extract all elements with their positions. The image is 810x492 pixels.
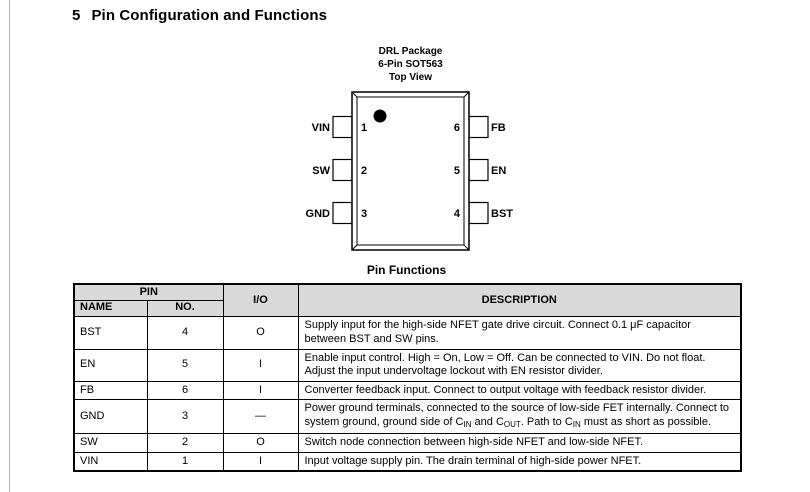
page-left-edge-line (9, 0, 10, 492)
header-pin-group: PIN (73, 283, 224, 301)
pin-stub (468, 158, 489, 182)
package-caption: DRL Package 6-Pin SOT563 Top View (330, 45, 491, 84)
package-caption-line: 6-Pin SOT563 (378, 59, 443, 70)
pin-io-cell: — (222, 399, 299, 434)
header-row-2: NAME NO. (73, 299, 741, 317)
pin-description-cell: Power ground terminals, connected to the… (297, 399, 742, 434)
pin-number: 6 (454, 122, 460, 134)
bevel-line (463, 91, 470, 98)
bevel-line (463, 244, 470, 251)
pin-name-cell: FB (73, 380, 148, 400)
bevel-line (351, 244, 358, 251)
pin-label: FB (491, 122, 506, 134)
package-caption-line: Top View (389, 72, 432, 83)
pin-name-cell: EN (73, 348, 148, 382)
pin-number: 4 (454, 208, 461, 220)
pin-description-cell: Converter feedback input. Connect to out… (297, 380, 742, 400)
pin-io-cell: I (222, 380, 299, 400)
header-name: NAME (73, 299, 148, 317)
pin-label: VIN (312, 122, 330, 134)
pin-io-cell: O (222, 315, 299, 350)
pin-description-cell: Supply input for the high-side NFET gate… (297, 315, 742, 350)
pin-description-cell: Switch node connection between high-side… (297, 433, 742, 453)
header-io: I/O (222, 283, 299, 317)
pin-no-cell: 2 (146, 433, 224, 453)
pin-no-cell: 6 (146, 380, 224, 400)
pin-label: BST (491, 208, 513, 220)
header-no: NO. (146, 299, 224, 317)
package-caption-line: DRL Package (378, 46, 443, 57)
pin-label: GND (306, 208, 331, 220)
section-title: Pin Configuration and Functions (91, 7, 328, 24)
pin-label: EN (491, 165, 506, 177)
pin-stub (468, 201, 489, 225)
pin-no-cell: 1 (146, 451, 224, 472)
package-diagram: 1 2 3 6 5 4 VIN SW GND FB EN BST (306, 91, 513, 251)
pin-stub (468, 115, 489, 139)
pin-stub (332, 115, 353, 139)
section-number: 5 (72, 7, 81, 24)
pin-description-cell: Enable input control. High = On, Low = O… (297, 348, 742, 382)
table-row-bst: BST 4 O Supply input for the high-side N… (73, 315, 742, 350)
table-row-vin: VIN 1 I Input voltage supply pin. The dr… (73, 451, 742, 472)
pin-functions-table: PIN I/O DESCRIPTION NAME NO. BST 4 O Sup… (73, 283, 742, 472)
pin-no-cell: 4 (146, 315, 224, 350)
pin-io-cell: O (222, 433, 299, 453)
header-description: DESCRIPTION (297, 283, 742, 317)
pin-name-cell: VIN (73, 451, 148, 472)
section-heading: 5 Pin Configuration and Functions (72, 7, 327, 24)
table-row-en: EN 5 I Enable input control. High = On, … (73, 348, 742, 382)
pin-io-cell: I (222, 348, 299, 382)
pin-name-cell: BST (73, 315, 148, 350)
bevel-line (351, 91, 358, 98)
pin-number: 5 (454, 165, 460, 177)
pin-io-cell: I (222, 451, 299, 472)
pin-stub (332, 201, 353, 225)
pin-number: 2 (361, 165, 367, 177)
pin-no-cell: 5 (146, 348, 224, 382)
pin-stub (332, 158, 353, 182)
header-row-1: PIN I/O DESCRIPTION (73, 283, 742, 317)
pin-name-cell: GND (73, 399, 148, 434)
table-row-gnd: GND 3 — Power ground terminals, connecte… (73, 399, 742, 434)
pin-label: SW (312, 165, 330, 177)
table-row-fb: FB 6 I Converter feedback input. Connect… (73, 380, 742, 400)
pin-functions-title: Pin Functions (366, 263, 447, 277)
pin-number: 1 (361, 122, 367, 134)
pin1-indicator-dot (373, 109, 387, 123)
pin-description-cell: Input voltage supply pin. The drain term… (297, 451, 742, 472)
pin-name-cell: SW (73, 433, 148, 453)
pin-number: 3 (361, 208, 367, 220)
table-row-sw: SW 2 O Switch node connection between hi… (73, 433, 742, 453)
pin-no-cell: 3 (146, 399, 224, 434)
package-body-inner (356, 96, 465, 246)
